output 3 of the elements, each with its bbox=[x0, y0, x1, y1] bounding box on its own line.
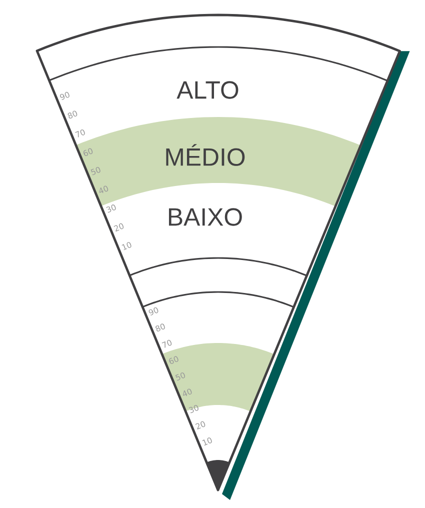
band-label: MÉDIO bbox=[166, 144, 245, 166]
band-label: ALTO bbox=[176, 81, 238, 99]
band-label: BAIXO bbox=[168, 208, 242, 226]
